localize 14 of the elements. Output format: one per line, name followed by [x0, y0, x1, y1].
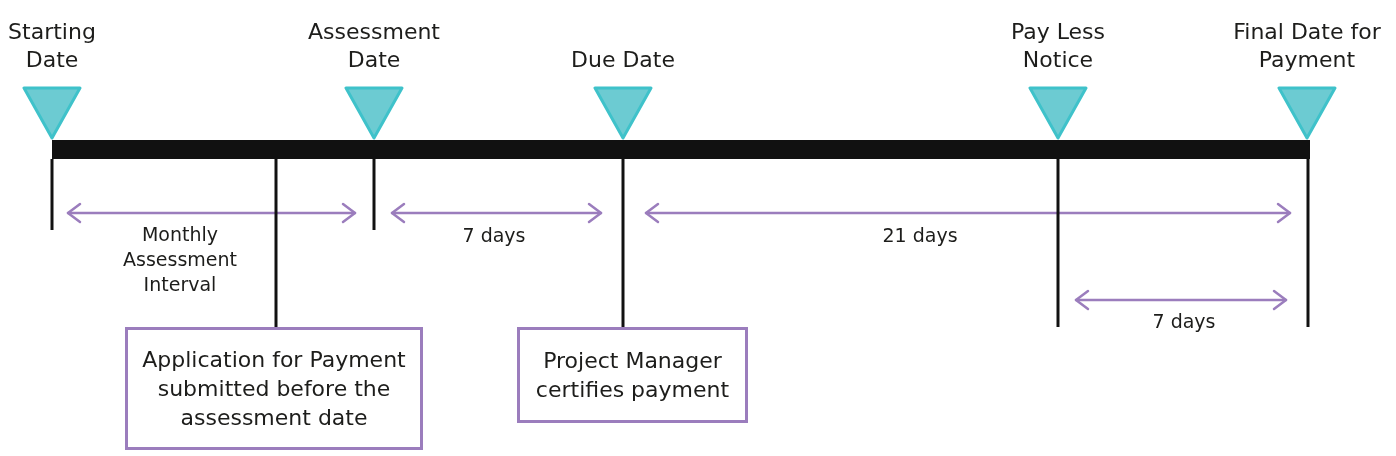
- leader-line: [621, 159, 625, 327]
- dimension-label: Monthly Assessment Interval: [122, 222, 238, 297]
- date-label: Due Date: [571, 46, 675, 74]
- date-label: Starting Date: [7, 18, 97, 74]
- timeline-bar: [52, 140, 1310, 159]
- note-box: Project Manager certifies payment: [517, 327, 748, 423]
- dimension-label: 7 days: [1152, 309, 1216, 334]
- date-label: Assessment Date: [307, 18, 441, 74]
- leader-line: [274, 159, 278, 327]
- date-label: Pay Less Notice: [1009, 18, 1107, 74]
- date-label: Final Date for Payment: [1232, 18, 1382, 74]
- note-box: Application for Payment submitted before the assessment date: [125, 327, 423, 450]
- dimension-label: 21 days: [882, 223, 958, 248]
- dimension-label: 7 days: [462, 223, 526, 248]
